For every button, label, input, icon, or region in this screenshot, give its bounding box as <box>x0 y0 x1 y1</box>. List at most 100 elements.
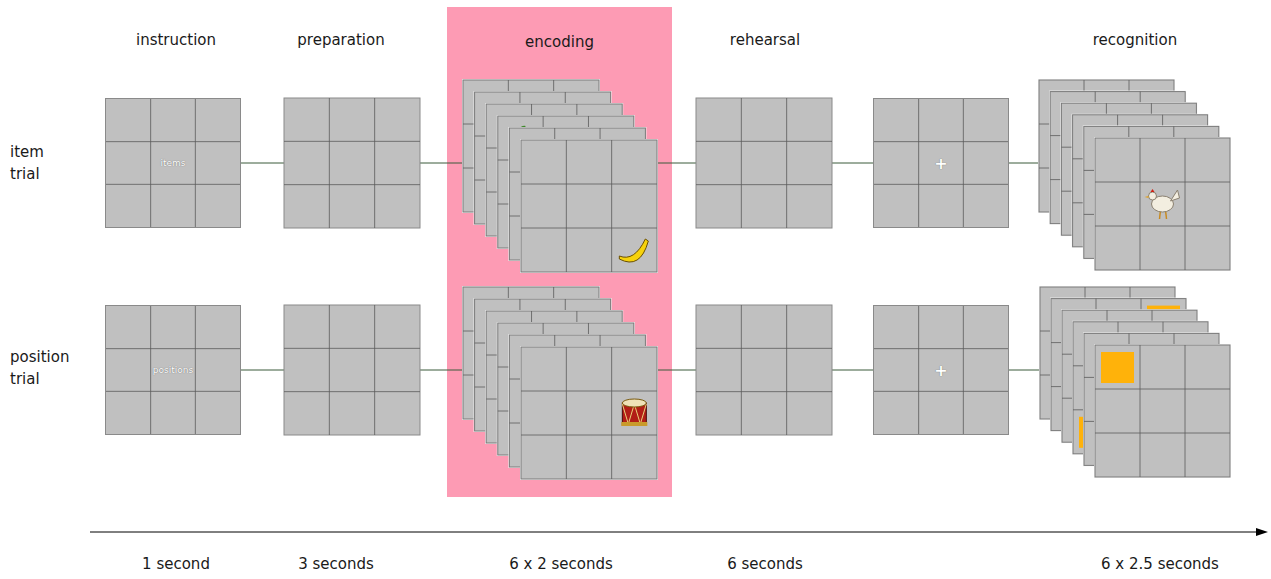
grid-line <box>566 347 567 479</box>
grid-line <box>611 347 612 479</box>
screen-frame <box>696 98 832 228</box>
trial-label: position trial <box>10 347 69 391</box>
phase-heading: instruction <box>136 30 216 52</box>
stimulus-screen: + <box>873 98 1009 228</box>
grid-line <box>106 348 240 349</box>
grid-line <box>963 306 964 434</box>
screen-frame <box>521 347 657 479</box>
time-arrowhead <box>1256 528 1268 536</box>
position-marker <box>1101 352 1134 383</box>
screen-grid <box>521 140 657 272</box>
stacked-screen <box>1094 344 1231 478</box>
grid-line <box>741 305 742 435</box>
stimulus-screen: + <box>873 305 1009 435</box>
hen-beak <box>1145 196 1149 198</box>
screen-frame <box>1095 345 1230 477</box>
sequence-line <box>1009 370 1039 371</box>
sequence-line <box>420 163 463 164</box>
grid-line <box>1185 138 1186 270</box>
stimulus-screen: items <box>105 98 241 228</box>
sequence-line <box>1009 163 1039 164</box>
grid-line <box>963 99 964 227</box>
grid-line <box>611 140 612 272</box>
screen-grid <box>1095 345 1230 477</box>
grid-line <box>374 98 375 228</box>
screen-grid <box>284 305 420 435</box>
grid-line <box>1095 182 1230 183</box>
phase-heading: preparation <box>297 30 384 52</box>
grid-line <box>329 305 330 435</box>
stacked-screen <box>520 139 658 273</box>
drum-rim <box>621 422 647 426</box>
sequence-line <box>832 163 873 164</box>
screen-grid <box>1095 138 1230 270</box>
sequence-line <box>241 370 284 371</box>
grid-line <box>918 306 919 434</box>
grid-line <box>284 348 420 349</box>
grid-line <box>566 140 567 272</box>
screen-frame <box>284 98 420 228</box>
duration-label: 1 second <box>142 554 210 576</box>
hen-comb <box>1151 189 1155 192</box>
grid-line <box>284 141 420 142</box>
grid-line <box>195 306 196 434</box>
grid-line <box>918 99 919 227</box>
duration-label: 6 x 2 seconds <box>509 554 613 576</box>
screen-frame <box>1095 138 1230 270</box>
grid-line <box>696 391 832 392</box>
sequence-line <box>241 163 284 164</box>
sequence-line <box>420 370 463 371</box>
drum-top <box>622 399 646 407</box>
sequence-line <box>832 370 873 371</box>
grid-line <box>521 228 657 229</box>
grid-line <box>521 391 657 392</box>
grid-line <box>1140 138 1141 270</box>
grid-line <box>696 141 832 142</box>
grid-line <box>874 141 1008 142</box>
grid-line <box>374 305 375 435</box>
grid-line <box>786 98 787 228</box>
hen-tail <box>1171 190 1180 201</box>
grid-line <box>195 99 196 227</box>
duration-label: 6 seconds <box>727 554 803 576</box>
grid-line <box>521 435 657 436</box>
screen-text: items <box>159 158 186 168</box>
screen-frame <box>521 140 657 272</box>
screen-grid <box>696 305 832 435</box>
stacked-screen <box>1094 137 1231 271</box>
stacked-screen <box>520 346 658 480</box>
sequence-line <box>657 163 696 164</box>
time-axis <box>90 532 1258 533</box>
grid-line <box>1095 433 1230 434</box>
grid-line <box>329 98 330 228</box>
grid-line <box>1140 345 1141 477</box>
grid-line <box>150 99 151 227</box>
duration-label: 3 seconds <box>298 554 374 576</box>
grid-line <box>284 184 420 185</box>
screen-frame <box>284 305 420 435</box>
screen-grid <box>696 98 832 228</box>
card-edge <box>520 139 658 273</box>
screen-text: + <box>933 361 948 380</box>
stimulus-screen: positions <box>105 305 241 435</box>
grid-line <box>741 98 742 228</box>
grid-line <box>1095 389 1230 390</box>
grid-line <box>874 184 1008 185</box>
card-edge <box>520 346 658 480</box>
grid-line <box>106 141 240 142</box>
screen-grid <box>521 347 657 479</box>
grid-line <box>874 348 1008 349</box>
card-edge <box>1094 137 1231 271</box>
grid-line <box>1185 345 1186 477</box>
grid-line <box>696 184 832 185</box>
sequence-line <box>657 370 696 371</box>
phase-heading: rehearsal <box>730 30 800 52</box>
grid-line <box>284 391 420 392</box>
trial-label: item trial <box>10 142 44 186</box>
grid-line <box>874 391 1008 392</box>
hen-head <box>1149 192 1157 200</box>
screen-text: + <box>933 154 948 173</box>
grid-line <box>1095 226 1230 227</box>
